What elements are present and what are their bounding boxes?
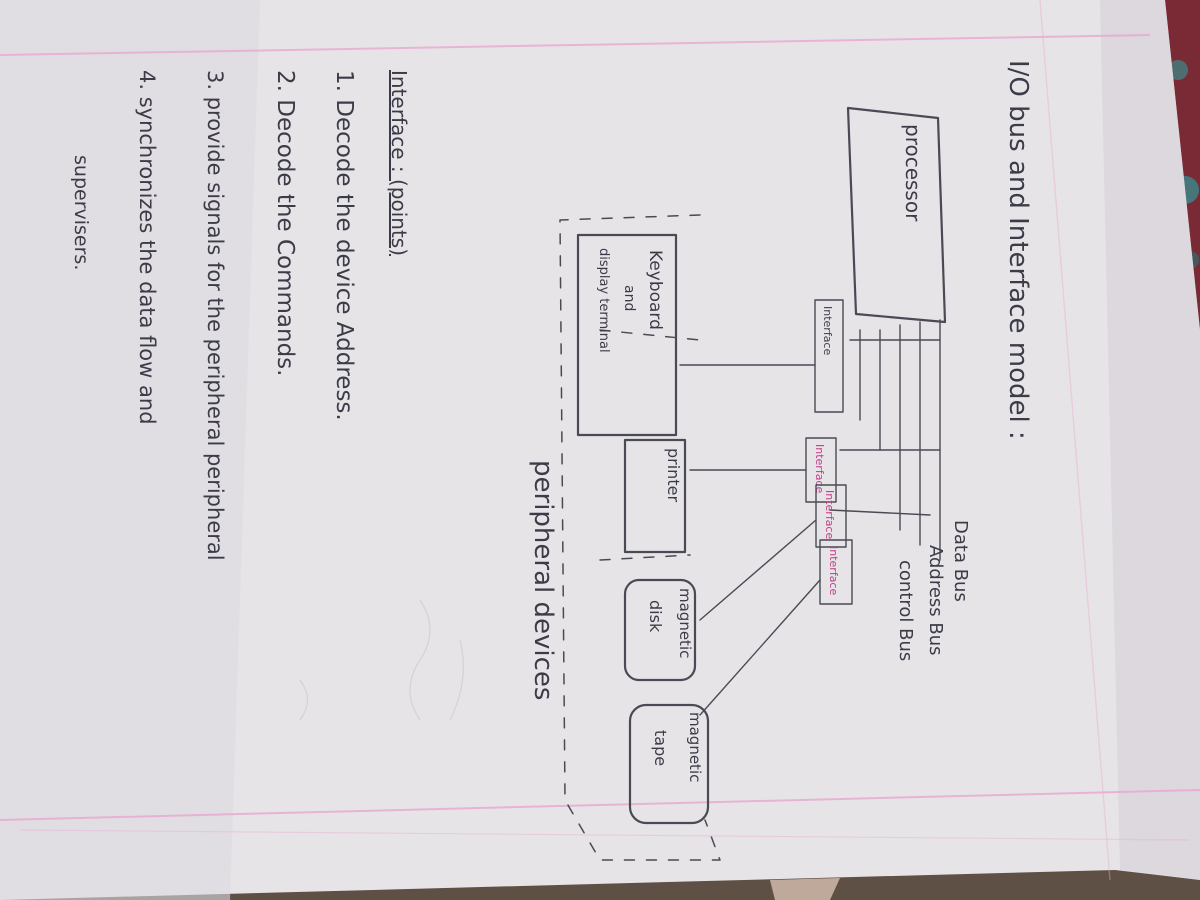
processor-label: processor xyxy=(901,124,925,222)
note-item-5: supervisers. xyxy=(70,155,92,270)
margin-lines xyxy=(0,0,1200,881)
magnetic-tape-label-1: magnetic xyxy=(686,712,704,782)
page-corner xyxy=(770,878,840,900)
interface-box-3 xyxy=(815,484,847,548)
keyboard-label: Keyboard xyxy=(645,250,665,330)
device-connectors xyxy=(679,364,821,716)
page-title: I/O bus and Interface model : xyxy=(1003,60,1033,440)
note-item-1: 1. Decode the device Address. xyxy=(331,70,357,421)
printer-box xyxy=(623,438,687,554)
interface-label-2: Interface xyxy=(813,444,826,493)
printer-label: printer xyxy=(664,448,683,502)
note-item-4: 4. synchronizes the data flow and xyxy=(135,70,159,425)
interface-notes: Interface : (points) 1. Decode the devic… xyxy=(70,70,411,561)
interface-box-1 xyxy=(814,299,844,413)
interface-blocks: Interface Interface Interface Interface xyxy=(805,299,853,605)
interface-label-3: Interface xyxy=(823,490,836,539)
printer-device: printer xyxy=(623,438,687,554)
processor-block: processor xyxy=(846,106,947,324)
bleed-through-marks xyxy=(299,599,464,721)
magnetic-tape-device: magnetic tape xyxy=(628,703,710,825)
note-item-2: 2. Decode the Commands. xyxy=(272,70,298,376)
address-bus-label: Address Bus xyxy=(925,545,946,656)
note-item-3: 3. provide signals for the peripheral pe… xyxy=(203,70,227,561)
keyboard-box xyxy=(576,233,678,437)
page-shadow xyxy=(0,0,260,900)
magnetic-disk-label-2: disk xyxy=(646,600,665,633)
cloth-pattern-dot xyxy=(1168,60,1188,80)
control-bus-label: control Bus xyxy=(895,560,916,661)
display-terminal-label: display terminal xyxy=(596,248,611,353)
data-bus-label: Data Bus xyxy=(950,520,971,602)
interface-label-4: Interface xyxy=(827,546,840,595)
magnetic-disk-label-1: magnetic xyxy=(676,588,694,658)
magnetic-disk-box xyxy=(623,578,697,682)
magnetic-tape-box xyxy=(628,703,710,825)
magnetic-disk-device: magnetic disk xyxy=(623,578,697,682)
notes-heading: Interface : (points) xyxy=(387,70,411,256)
interface-label-1: Interface xyxy=(821,306,834,355)
keyboard-and-label: and xyxy=(621,285,637,311)
peripheral-region xyxy=(559,214,721,861)
processor-box xyxy=(846,106,947,324)
magnetic-tape-label-2: tape xyxy=(651,730,670,766)
page-edge-shade xyxy=(1100,0,1200,880)
bus-lines xyxy=(829,319,941,561)
interface-box-4 xyxy=(819,539,853,605)
keyboard-display-device: Keyboard and display terminal xyxy=(576,233,678,437)
peripheral-caption: peripheral devices xyxy=(528,460,558,700)
